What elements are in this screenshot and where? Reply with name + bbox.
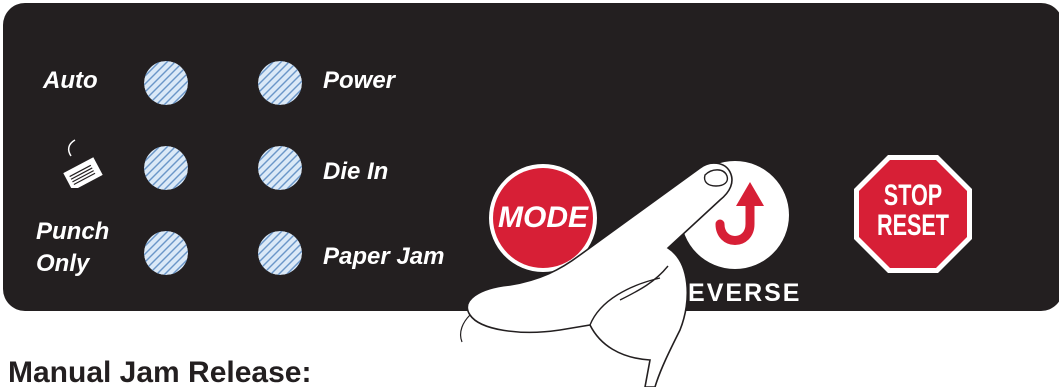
paper-jam-label: Paper Jam xyxy=(323,243,444,271)
reverse-button[interactable] xyxy=(680,160,790,270)
die-in-label: Die In xyxy=(323,158,388,186)
punch-only-label-line2: Only xyxy=(36,250,89,278)
punch-only-label-line1: Punch xyxy=(36,218,109,246)
manual-jam-release-heading: Manual Jam Release: xyxy=(8,356,311,390)
power-label: Power xyxy=(323,67,395,95)
reset-label: RESET xyxy=(869,211,957,241)
paper-jam-indicator-led xyxy=(258,231,302,275)
auto-indicator-led xyxy=(144,61,188,105)
die-in-indicator-led xyxy=(258,146,302,190)
stop-label: STOP xyxy=(869,181,957,211)
mode-button[interactable]: MODE xyxy=(488,163,598,273)
reverse-button-label: REVERSE xyxy=(668,279,801,308)
power-indicator-led xyxy=(258,61,302,105)
mode-button-label: MODE xyxy=(488,201,598,235)
punch-only-indicator-led xyxy=(144,231,188,275)
stop-reset-button[interactable]: STOP RESET xyxy=(852,153,974,275)
auto-label: Auto xyxy=(43,67,98,95)
paper-indicator-led xyxy=(144,146,188,190)
paper-sheet-icon xyxy=(58,136,108,188)
